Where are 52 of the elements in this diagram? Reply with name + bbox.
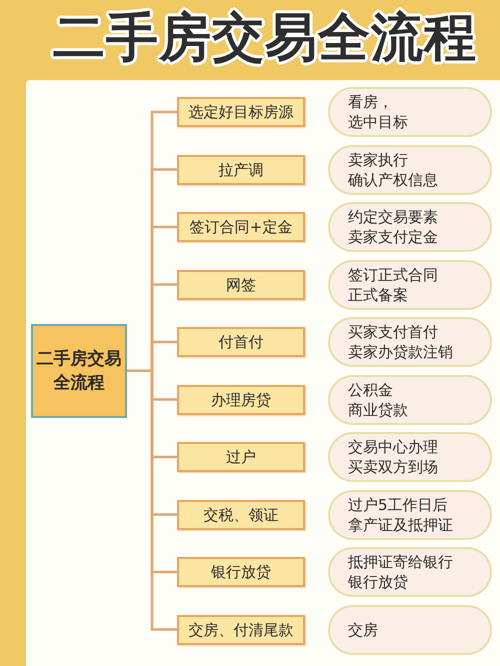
note-text: 商业贷款 (348, 400, 408, 420)
step-label: 办理房贷 (211, 390, 271, 410)
step-box (177, 384, 305, 414)
note-pill (328, 604, 492, 654)
note-text: 签订正式合同 (348, 264, 438, 284)
step-label: 银行放贷 (211, 562, 271, 582)
title: 二手房交易全流程 (53, 7, 477, 70)
note-pill (328, 490, 492, 540)
note-pill (328, 547, 492, 597)
step-box (177, 442, 305, 472)
note-text: 拿产证及抵押证 (348, 514, 453, 534)
step-box (177, 97, 305, 127)
topic-box (31, 324, 127, 418)
note-pill (328, 260, 492, 310)
step-box (177, 500, 305, 530)
step-label: 拉产调 (218, 160, 264, 180)
step-label: 交房、付清尾款 (188, 620, 294, 640)
note-text: 银行放贷 (348, 572, 408, 592)
step-label: 选定好目标房源 (188, 102, 294, 122)
note-text: 买卖双方到场 (348, 457, 438, 477)
note-text: 确认产权信息 (348, 170, 438, 190)
note-text: 买家支付首付 (348, 322, 438, 342)
note-text: 看房， (348, 92, 393, 112)
note-pill (328, 144, 492, 194)
step-label: 交税、领证 (204, 504, 278, 524)
step-label: 网签 (226, 274, 256, 294)
note-text: 过户5工作日后 (348, 494, 448, 514)
note-text: 卖家办贷款注销 (348, 342, 453, 362)
step-label: 过户 (226, 447, 256, 467)
note-text: 选中目标 (348, 112, 408, 132)
step-label: 付首付 (218, 332, 264, 352)
note-pill (328, 202, 492, 252)
note-pill (328, 374, 492, 424)
step-box (177, 270, 305, 300)
note-text: 公积金 (348, 380, 393, 400)
step-box (177, 212, 305, 242)
note-text: 正式备案 (348, 284, 408, 304)
step-box (177, 557, 305, 587)
step-box (177, 154, 305, 184)
note-pill (328, 317, 492, 367)
note-text: 抵押证寄给银行 (348, 552, 453, 572)
note-text: 约定交易要素 (348, 207, 438, 227)
note-text: 交房 (348, 620, 378, 640)
step-label: 签订合同+定金 (190, 217, 292, 237)
step-box (177, 327, 305, 357)
step-box (177, 614, 305, 644)
note-text: 卖家支付定金 (348, 227, 438, 247)
note-text: 卖家执行 (348, 150, 408, 170)
note-text: 交易中心办理 (348, 437, 438, 457)
note-pill (328, 432, 492, 482)
topic-label: 二手房交易全流程 (36, 348, 122, 395)
note-pill (328, 87, 492, 137)
